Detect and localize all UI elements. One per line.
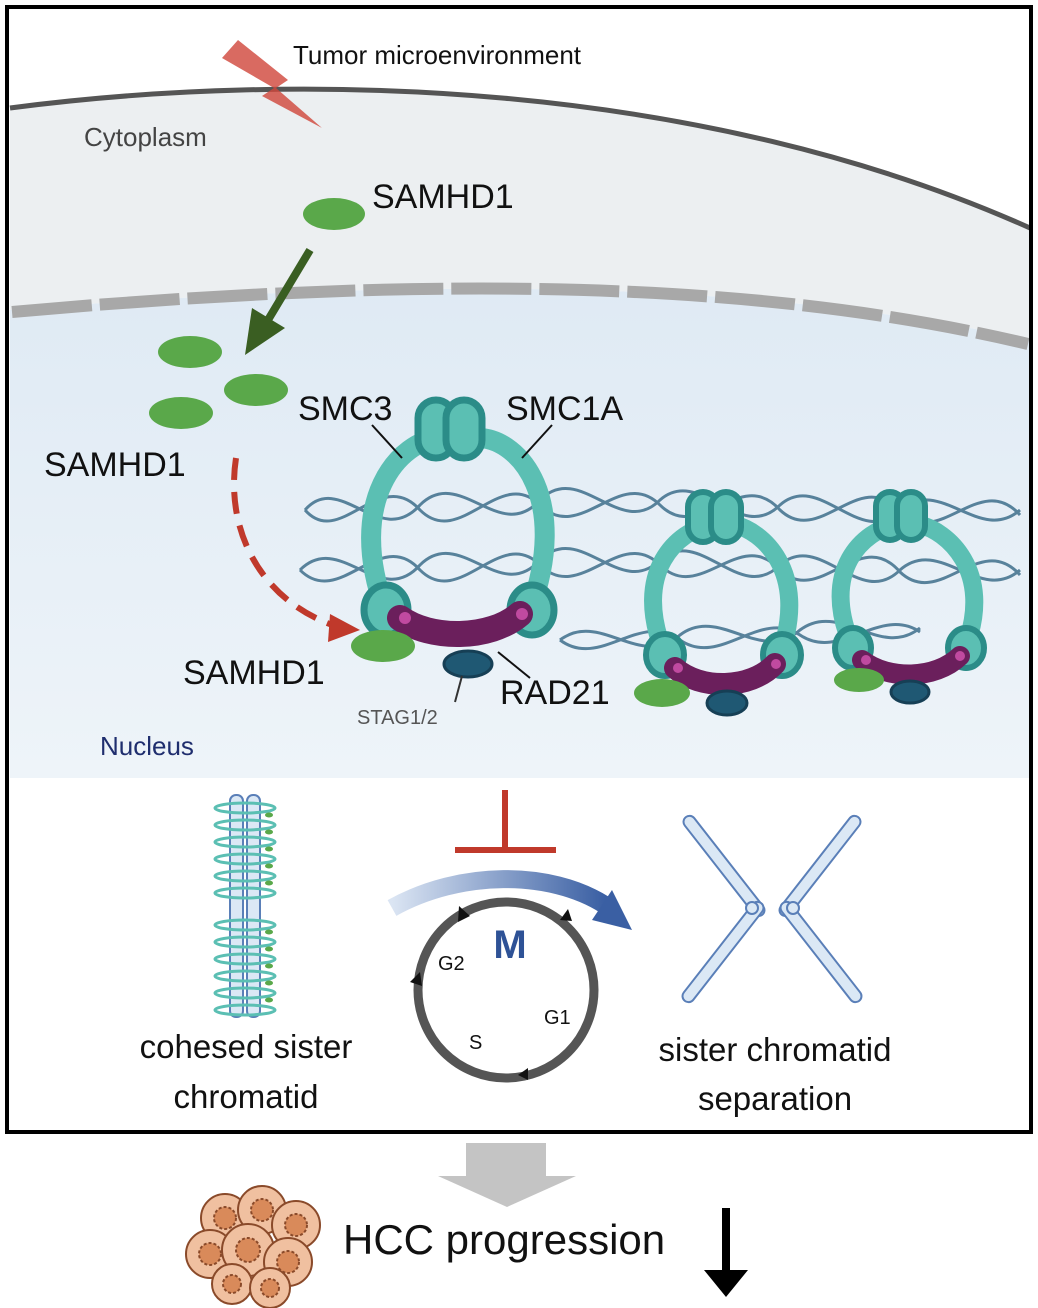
- phase-s-label: S: [469, 1032, 482, 1054]
- samhd1-protein: [834, 668, 884, 692]
- nuclear-import-arrow: [245, 247, 314, 355]
- separated-chromatids-icon: [681, 814, 863, 1004]
- smc1a-leader-line: [521, 424, 553, 459]
- cohesin-complex: [831, 489, 987, 705]
- separation-label-line1: sister chromatid: [659, 1031, 892, 1068]
- cohesin-complex: [643, 489, 804, 717]
- cytoplasm-label: Cytoplasm: [84, 122, 207, 152]
- hcc-progression-label: HCC progression: [343, 1216, 665, 1263]
- cohesed-chromatid-icon: [213, 794, 277, 1018]
- stag-leader-line: [454, 675, 463, 703]
- samhd1-protein: [303, 198, 365, 230]
- smc3-label: SMC3: [298, 390, 392, 428]
- cohesed-label-line1: cohesed sister: [140, 1028, 353, 1065]
- smc3-leader-line: [371, 424, 403, 459]
- stag-label: STAG1/2: [357, 707, 438, 729]
- samhd1-protein: [149, 397, 213, 429]
- cohesin-complex: [360, 396, 558, 679]
- hcc-cells-icon: [185, 1185, 321, 1308]
- tumor-microenvironment-label: Tumor microenvironment: [293, 40, 582, 70]
- samhd1-protein: [224, 374, 288, 406]
- nuclear-envelope: [11, 282, 1030, 350]
- rad21-leader-line: [497, 651, 531, 679]
- phase-g2-label: G2: [438, 953, 465, 975]
- decrease-arrow-icon: [704, 1208, 748, 1297]
- rad21-label: RAD21: [500, 674, 610, 712]
- samhd1-protein: [158, 336, 222, 368]
- nucleus-label: Nucleus: [100, 731, 194, 761]
- cytoplasm-region: [10, 89, 1030, 340]
- samhd1-nucleus-label: SAMHD1: [44, 446, 186, 484]
- cell-membrane: [9, 86, 1032, 231]
- lightning-icon: [222, 40, 322, 128]
- samhd1-protein: [634, 679, 690, 707]
- recruitment-arrow: [231, 457, 360, 642]
- phase-m-label: M: [493, 923, 526, 967]
- downstream-arrow: [438, 1143, 576, 1207]
- inhibition-icon: [455, 790, 556, 853]
- smc1a-label: SMC1A: [506, 390, 623, 428]
- phase-g1-label: G1: [544, 1007, 571, 1029]
- samhd1-bound-label: SAMHD1: [183, 654, 325, 692]
- samhd1-cytoplasm-label: SAMHD1: [372, 178, 514, 216]
- mitosis-arrow: [387, 870, 632, 930]
- samhd1-protein: [351, 630, 415, 662]
- separation-label-line2: separation: [698, 1080, 852, 1117]
- cohesed-label-line2: chromatid: [174, 1078, 319, 1115]
- cell-cycle-icon: [410, 897, 599, 1083]
